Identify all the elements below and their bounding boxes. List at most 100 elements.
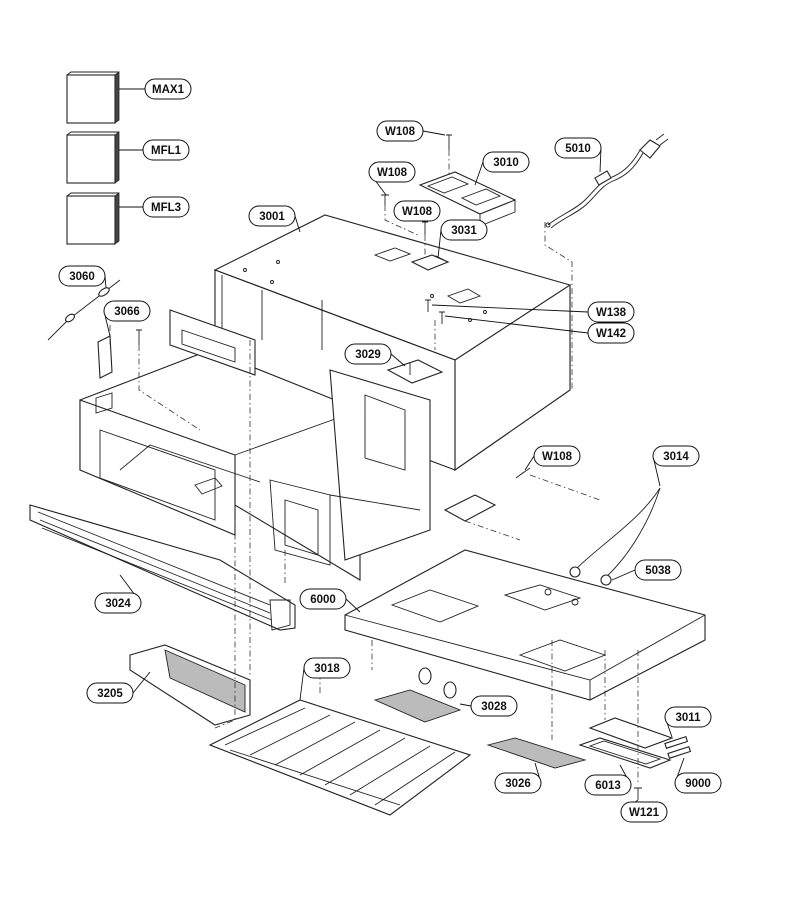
callout-label: 3066 [114, 306, 140, 318]
screw-w138 [425, 299, 431, 312]
cover-3011 [588, 717, 674, 749]
callout-leader-line [459, 703, 472, 707]
callout-p3014: 3014 [652, 445, 700, 487]
callout-p3010: 3010 [474, 151, 530, 186]
callout-label: W108 [377, 167, 408, 179]
callout-label: 6013 [595, 780, 621, 792]
callout-label: MAX1 [152, 84, 185, 96]
callout-bubble [299, 588, 347, 610]
callout-p3028: 3028 [459, 695, 518, 717]
callout-label: 3031 [451, 225, 477, 237]
callout-bubble [303, 657, 351, 679]
power-cord [545, 133, 669, 229]
bracket-3031 [410, 254, 450, 271]
callout-bubble [440, 219, 488, 241]
callout-p6013: 6013 [584, 764, 632, 796]
callout-bubble [674, 772, 722, 794]
callout-bubble [482, 151, 530, 173]
callout-label: W108 [542, 451, 573, 463]
callout-p3024: 3024 [94, 574, 142, 614]
callout-label: 3024 [105, 598, 131, 610]
callout-label: 3010 [493, 157, 519, 169]
callout-bubble [652, 445, 700, 467]
part-3029 [386, 359, 444, 384]
rack-3018 [208, 699, 472, 816]
callout-label: 9000 [685, 778, 711, 790]
callout-label: 3026 [505, 778, 531, 790]
callout-bubble [142, 196, 190, 218]
callout-leader-line [431, 304, 589, 313]
manual-box-mfl1 [66, 131, 120, 184]
callout-bubble [664, 706, 712, 728]
callout-bubble [533, 445, 581, 467]
screw-w108-top [446, 134, 452, 150]
callout-w108-left: W108 [368, 161, 416, 196]
callout-label: 6000 [310, 594, 336, 606]
clips-9000 [664, 736, 692, 759]
callout-bubble [376, 120, 424, 142]
manual-box-mfl3 [66, 192, 120, 245]
callouts: MAX1MFL1MFL3W10830105010W108W10830013031… [58, 78, 722, 823]
callout-label: 3028 [481, 701, 507, 713]
callout-label: 3001 [259, 211, 285, 223]
callout-p3011: 3011 [664, 706, 712, 738]
callout-bubble [587, 301, 635, 323]
callout-bubble [103, 300, 151, 322]
callout-label: MFL1 [151, 145, 182, 157]
charcoal-filter-3026 [486, 737, 587, 769]
callout-leader-line [444, 315, 589, 334]
callout-label: 5010 [565, 143, 591, 155]
callout-p3029: 3029 [344, 343, 406, 367]
base-plate-6000 [344, 549, 706, 701]
callout-label: W138 [596, 307, 627, 319]
callout-p3060: 3060 [58, 265, 107, 289]
lamps-3028 [373, 667, 462, 723]
screw-w121 [634, 787, 642, 800]
callout-leader-line [611, 569, 636, 581]
callout-p3018: 3018 [299, 657, 351, 701]
callout-label: 3018 [314, 663, 340, 675]
callout-bubble [86, 682, 134, 704]
callout-leader-line [345, 598, 361, 613]
callout-p3066: 3066 [103, 300, 151, 337]
callout-p3001: 3001 [248, 205, 301, 233]
callout-bubble [620, 801, 668, 823]
grille-3024 [29, 504, 296, 631]
callout-p3031: 3031 [437, 219, 488, 259]
screw-w108-left [381, 194, 389, 205]
callout-leader-line [299, 667, 305, 701]
callout-bubble [344, 343, 392, 365]
callout-bubble [58, 265, 106, 287]
bracket-3010 [418, 171, 517, 227]
callout-p5038: 5038 [611, 559, 682, 581]
callout-label: 3205 [97, 688, 123, 700]
callout-leader-line [524, 455, 535, 471]
callout-label: W108 [385, 126, 416, 138]
callout-leader-line [422, 130, 446, 136]
small-bracket [443, 494, 497, 522]
callout-leader-line [599, 147, 602, 173]
callout-bubble [494, 772, 542, 794]
callout-mfl3: MFL3 [119, 196, 190, 218]
callout-label: 3029 [355, 349, 381, 361]
callout-bubble [554, 137, 602, 159]
callout-leader-line [390, 353, 406, 367]
callout-mfl1: MFL1 [119, 139, 190, 161]
callout-w121: W121 [620, 799, 668, 823]
callout-p3205: 3205 [86, 671, 151, 704]
screw-w108-mid [422, 221, 428, 235]
callout-leader-line [132, 671, 151, 694]
assembly-lines [109, 150, 639, 785]
callout-leader-line [294, 215, 301, 233]
callout-label: MFL3 [151, 202, 181, 214]
callout-label: 3011 [676, 712, 702, 724]
harness-3014 [569, 487, 661, 586]
part-3066 [97, 329, 142, 379]
callout-bubble [144, 78, 192, 100]
callout-w108-right: W108 [524, 445, 581, 471]
callout-bubble [368, 161, 416, 183]
callout-p9000: 9000 [674, 757, 722, 794]
callout-label: W142 [596, 328, 626, 340]
screw-w142 [439, 311, 445, 324]
